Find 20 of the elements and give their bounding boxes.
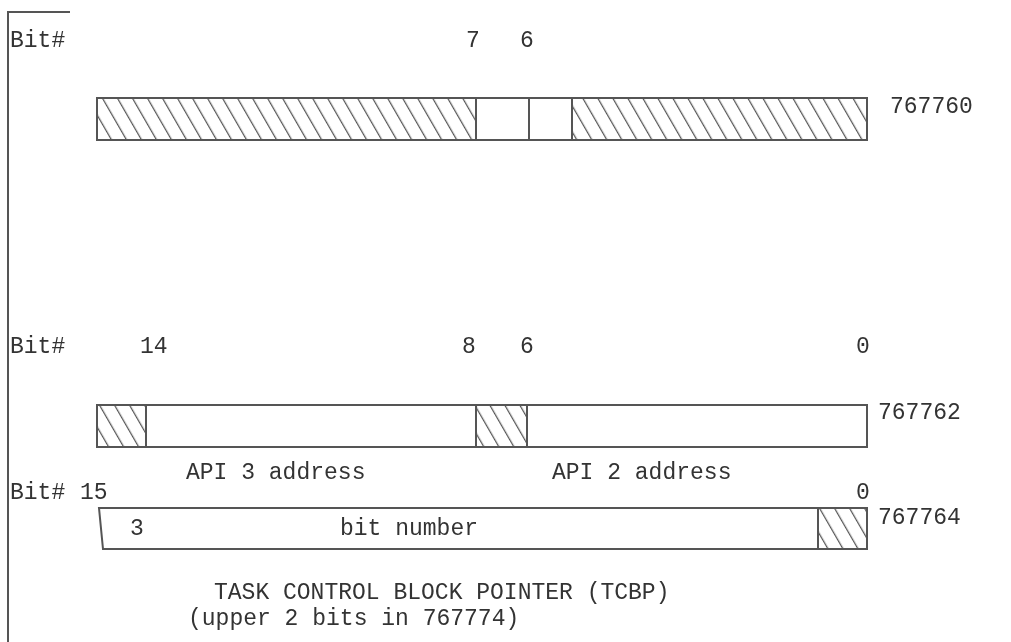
bit-number: 8 [462,334,476,360]
bit-number: 0 [856,480,870,506]
caption: TASK CONTROL BLOCK POINTER (TCBP) [214,580,670,606]
field-label: bit number [340,516,479,542]
field-value: 3 [130,516,144,542]
bit-number: 6 [520,334,534,360]
field-label: API 2 address [552,460,732,486]
bit-number: 7 [466,28,480,54]
caption-note: (upper 2 bits in 767774) [188,606,520,632]
bit-number: 6 [520,28,534,54]
axis-label: Bit# [10,334,66,360]
register-address: 767762 [878,400,961,426]
bit-number: 15 [80,480,108,506]
field-label: API 3 address [186,460,366,486]
bit-number: 14 [140,334,168,360]
axis-label: Bit# [10,480,66,506]
register-address: 767760 [890,94,973,120]
axis-label: Bit# [10,28,66,54]
bit-number: 0 [856,334,870,360]
register-address: 767764 [878,505,961,531]
